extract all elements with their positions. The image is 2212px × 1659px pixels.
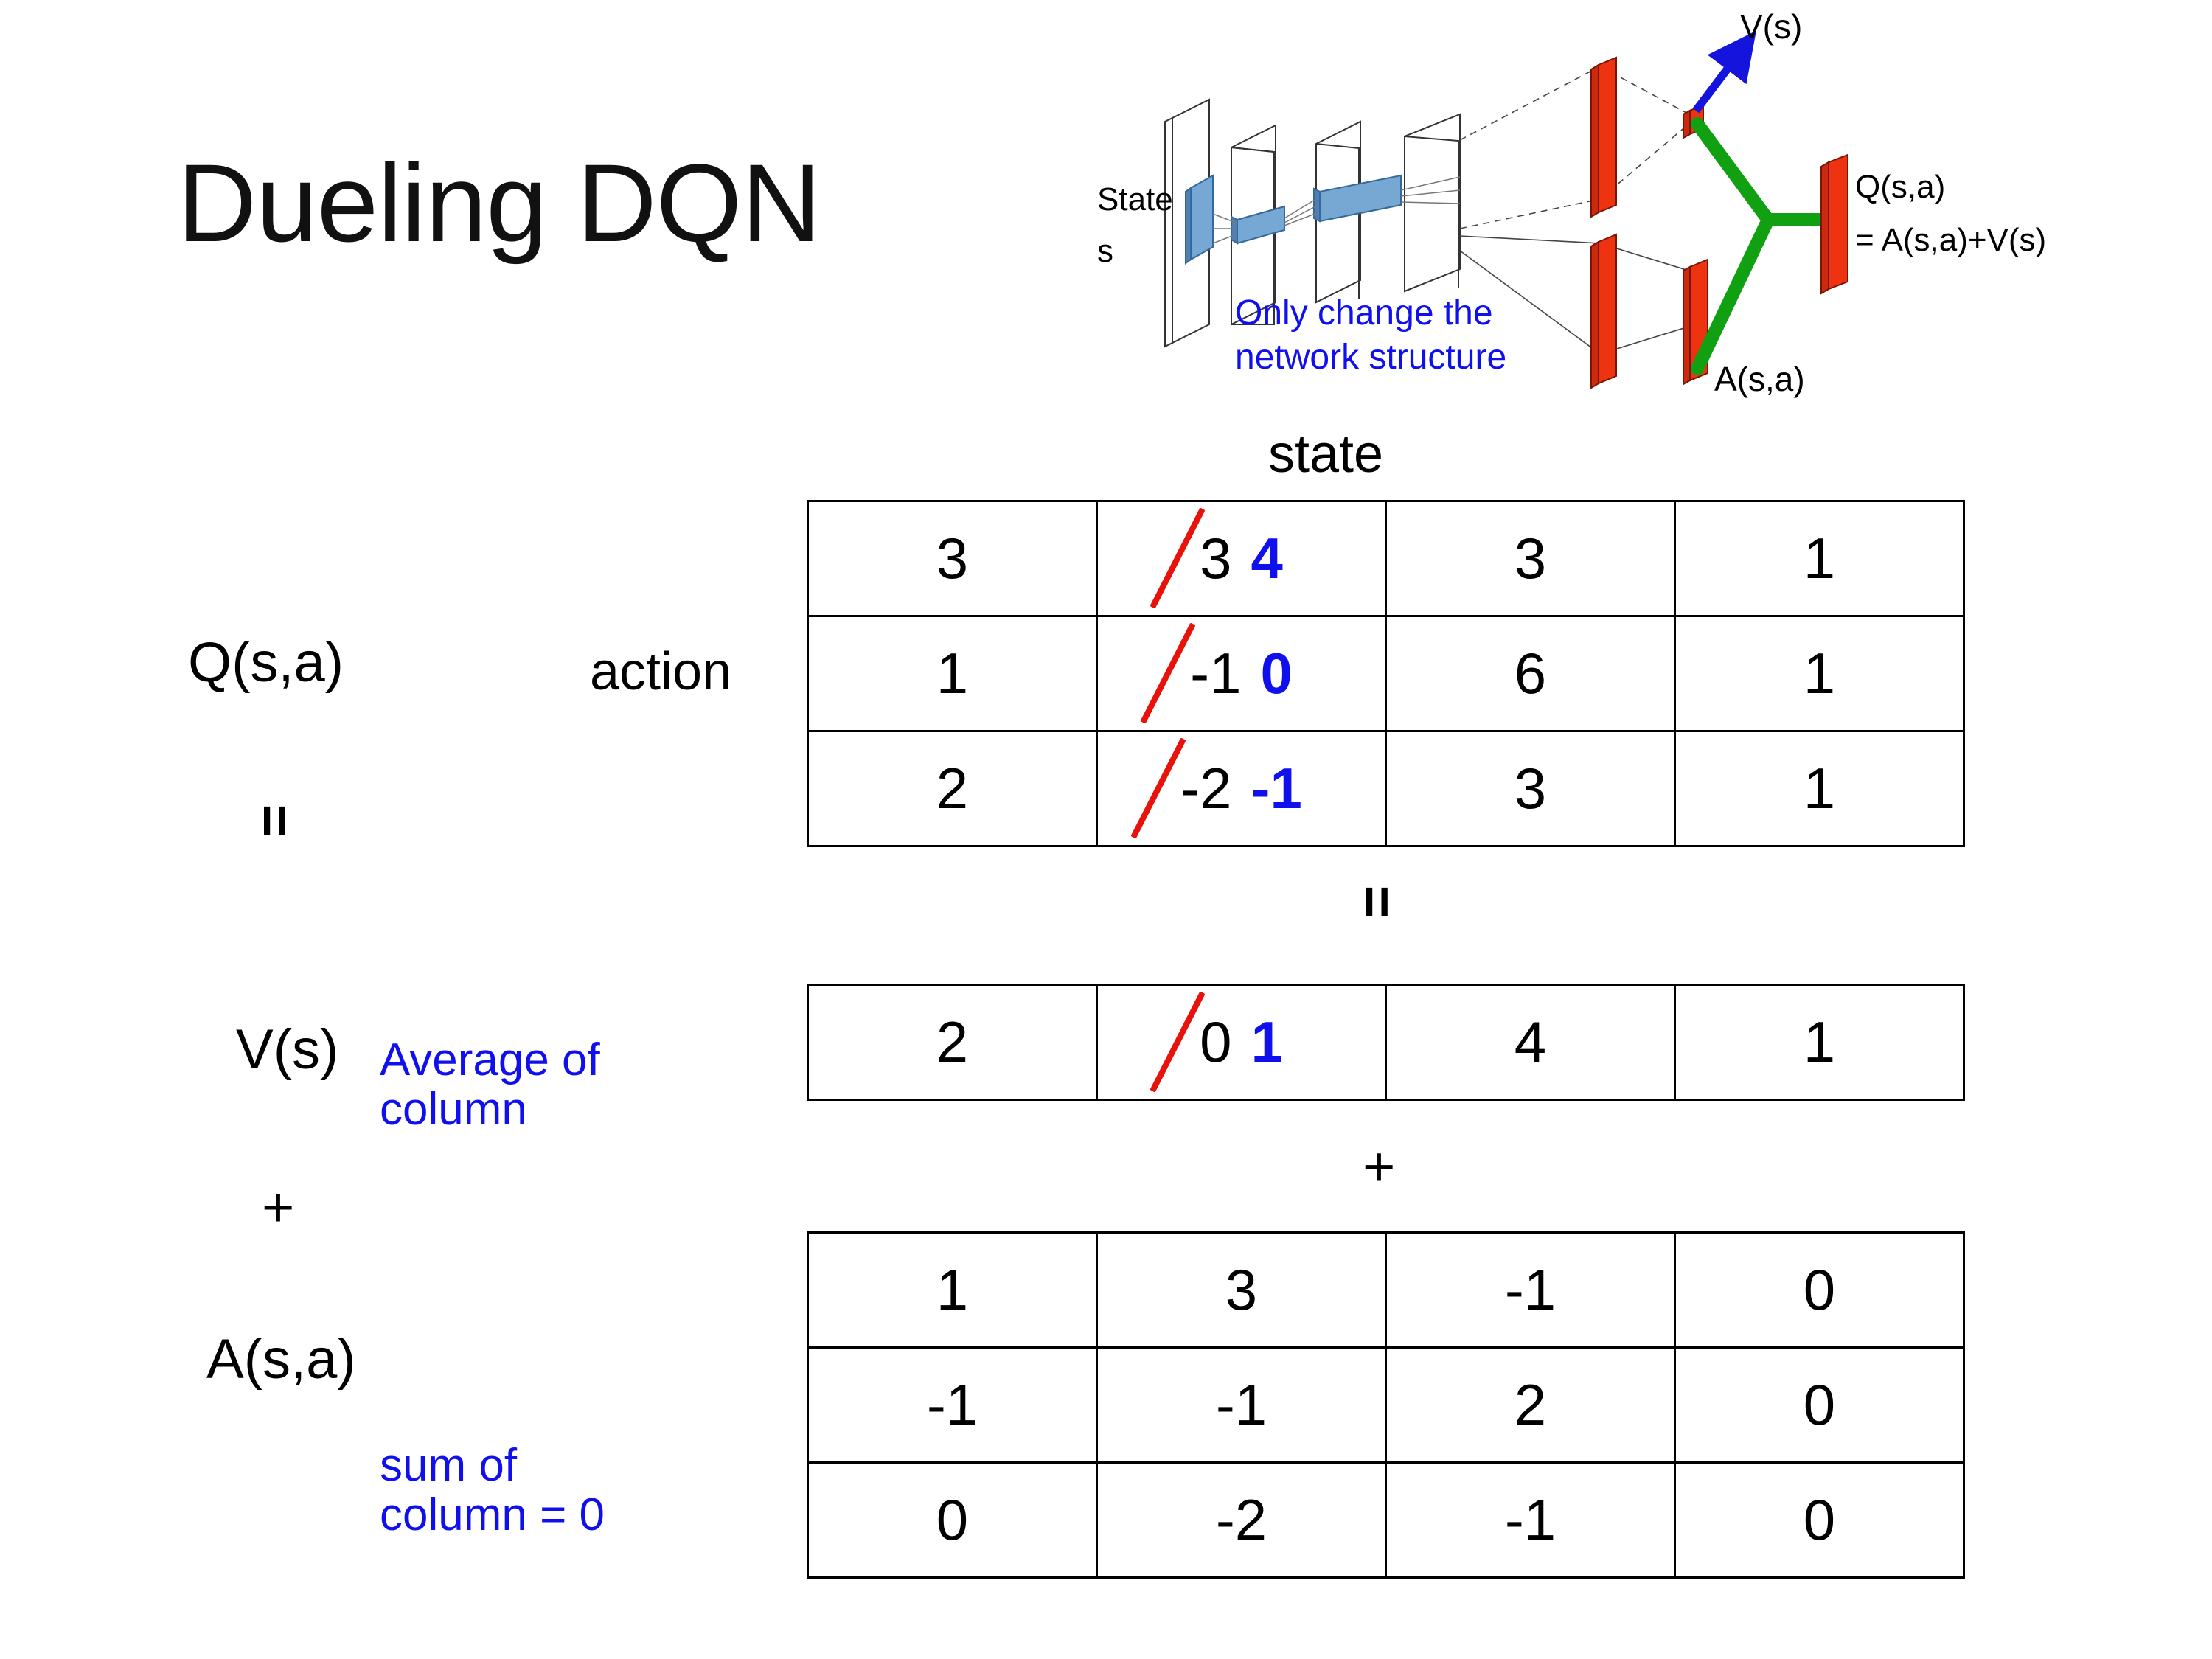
cell-value: -1 xyxy=(926,1372,978,1437)
note-sum-line1: sum of xyxy=(380,1440,518,1491)
table-cell: 3 xyxy=(807,500,1098,617)
equals-sign-middle: = xyxy=(1346,885,1409,919)
cell-value: 1 xyxy=(936,1257,969,1322)
equals-sign-left: = xyxy=(243,804,307,838)
table-cell: 2 xyxy=(1385,1346,1676,1464)
table-cell: -1 xyxy=(807,1346,1098,1464)
cell-value: 3 xyxy=(1514,526,1547,591)
table-row: 0 -2 -1 0 xyxy=(807,1461,1965,1579)
figure-note-line2: network structure xyxy=(1235,338,1506,377)
table-cell: 3 xyxy=(1096,1231,1387,1349)
cell-value: 1 xyxy=(1803,756,1836,821)
table-cell: 0 xyxy=(1674,1461,1965,1579)
cell-value: -2 xyxy=(1215,1487,1267,1552)
cell-value: 0 xyxy=(1803,1372,1836,1437)
cell-value: 1 xyxy=(1803,526,1836,591)
table-cell: 1 xyxy=(1674,500,1965,617)
updated-value: 0 xyxy=(1260,641,1293,706)
figure-state-label-line1: State xyxy=(1097,181,1173,218)
cell-value: -1 xyxy=(1215,1372,1267,1437)
table-cell: -2 xyxy=(1096,1461,1387,1579)
cell-value: 3 xyxy=(936,526,969,591)
table-cell: -1 xyxy=(1385,1461,1676,1579)
cell-value: 0 xyxy=(1803,1487,1836,1552)
cell-value: 1 xyxy=(1803,1009,1836,1074)
axis-label-state: state xyxy=(1268,425,1384,484)
figure-q-output-label-line2: = A(s,a)+V(s) xyxy=(1855,222,2046,258)
table-cell: -1 xyxy=(1385,1231,1676,1349)
table-row: 1 3 -1 0 xyxy=(807,1231,1965,1349)
cell-value: 6 xyxy=(1514,641,1547,706)
table-row: 1 -1 0 6 1 xyxy=(807,615,1965,732)
table-cell: 3 xyxy=(1385,730,1676,847)
figure-note-line1: Only change the xyxy=(1235,293,1493,333)
note-average-of-column: Average of column xyxy=(380,1034,726,1135)
table-cell: 4 xyxy=(1385,984,1676,1101)
figure-state-label-line2: s xyxy=(1097,233,1113,269)
table-cell: 1 xyxy=(807,615,1098,732)
updated-value: 1 xyxy=(1251,1009,1283,1074)
cell-value: 2 xyxy=(936,1009,969,1074)
table-cell: 0 xyxy=(1674,1346,1965,1464)
cell-value: -1 xyxy=(1504,1487,1557,1552)
figure-q-output-label-line1: Q(s,a) xyxy=(1855,169,1945,205)
note-sum-line2: column = 0 xyxy=(380,1489,605,1540)
table-cell: -2 -1 xyxy=(1096,730,1387,847)
cell-value: 1 xyxy=(1803,641,1836,706)
struck-old-value: -1 xyxy=(1190,641,1242,706)
struck-old-value: 0 xyxy=(1200,1009,1232,1074)
table-cell: -1 0 xyxy=(1096,615,1387,732)
table-cell: 1 xyxy=(807,1231,1098,1349)
cell-value: 0 xyxy=(1803,1257,1836,1322)
note-average-line2: column xyxy=(380,1083,527,1135)
table-cell: 0 xyxy=(1674,1231,1965,1349)
table-cell: 1 xyxy=(1674,984,1965,1101)
struck-old-value: 3 xyxy=(1200,526,1232,591)
updated-value: -1 xyxy=(1251,756,1302,821)
axis-label-action: action xyxy=(590,642,732,701)
dueling-network-diagram: State s Only change the network structur… xyxy=(1091,7,2205,406)
note-sum-of-column: sum of column = 0 xyxy=(380,1441,734,1540)
note-average-line1: Average of xyxy=(380,1034,600,1085)
table-cell: 6 xyxy=(1385,615,1676,732)
row-label-q: Q(s,a) xyxy=(188,631,344,694)
table-cell: 1 xyxy=(1674,730,1965,847)
row-label-v: V(s) xyxy=(236,1018,339,1081)
page-title: Dueling DQN xyxy=(177,141,821,265)
table-cell: 3 xyxy=(1385,500,1676,617)
cell-value: 2 xyxy=(1514,1372,1547,1437)
table-cell: 2 xyxy=(807,730,1098,847)
figure-v-output-label: V(s) xyxy=(1740,7,1802,46)
table-cell: 2 xyxy=(807,984,1098,1101)
figure-a-output-label: A(s,a) xyxy=(1714,360,1805,398)
table-cell: -1 xyxy=(1096,1346,1387,1464)
struck-old-value: -2 xyxy=(1180,756,1232,821)
table-cell: 1 xyxy=(1674,615,1965,732)
plus-sign-middle: + xyxy=(1363,1135,1396,1198)
updated-value: 4 xyxy=(1251,526,1283,591)
row-label-a: A(s,a) xyxy=(206,1328,356,1391)
plus-sign-left: + xyxy=(262,1176,295,1239)
cell-value: 3 xyxy=(1514,756,1547,821)
a-value-table: 1 3 -1 0 -1 -1 2 0 0 -2 -1 0 xyxy=(807,1231,1965,1579)
cell-value: 0 xyxy=(936,1487,969,1552)
table-cell: 0 xyxy=(807,1461,1098,1579)
cell-value: -1 xyxy=(1504,1257,1557,1322)
table-row: -1 -1 2 0 xyxy=(807,1346,1965,1464)
cell-value: 4 xyxy=(1514,1009,1547,1074)
cell-value: 3 xyxy=(1225,1257,1258,1322)
cell-value: 1 xyxy=(936,641,969,706)
table-row: 2 -2 -1 3 1 xyxy=(807,730,1965,847)
cell-value: 2 xyxy=(936,756,969,821)
